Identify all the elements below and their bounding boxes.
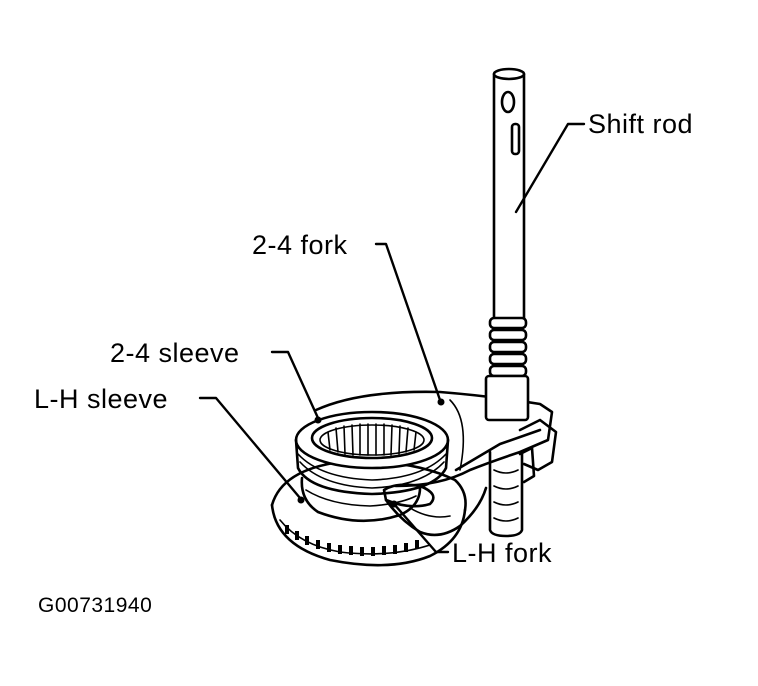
leader-lines — [198, 122, 586, 554]
lh-sleeve-drawing — [270, 460, 467, 567]
sleeve-2-4-drawing — [294, 410, 450, 496]
label-lh-fork: L-H fork — [452, 538, 552, 568]
sleeve-2-4-splines — [327, 423, 417, 456]
lh-fork-drawing — [384, 486, 488, 537]
lh-sleeve-teeth — [285, 525, 419, 556]
shift-rod-spring — [488, 316, 528, 378]
fork-2-4-drawing — [314, 390, 554, 508]
label-lh-sleeve: L-H sleeve — [34, 384, 168, 414]
figure-id: G00731940 — [38, 594, 152, 617]
label-2-4-sleeve: 2-4 sleeve — [110, 338, 240, 368]
leader-dots — [297, 398, 445, 508]
label-2-4-fork: 2-4 fork — [252, 230, 348, 260]
leader-lh-fork — [392, 502, 450, 554]
leader-sleeve-2-4 — [270, 350, 320, 420]
leader-shift-rod — [514, 122, 586, 214]
shift-rod-drawing — [484, 67, 558, 538]
leader-lh-sleeve — [198, 396, 302, 500]
leader-fork-2-4 — [374, 242, 442, 402]
label-shift-rod: Shift rod — [588, 109, 693, 139]
